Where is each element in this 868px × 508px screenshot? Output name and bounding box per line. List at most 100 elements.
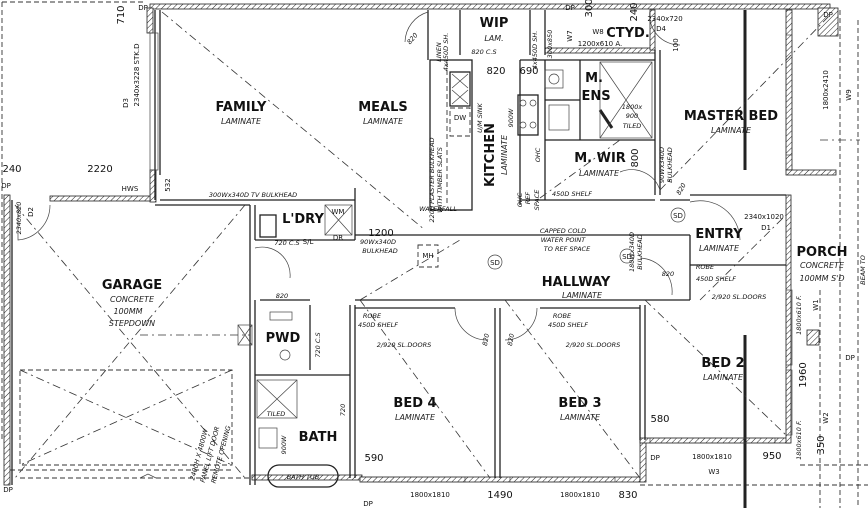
floor-kitchen: LAMINATE (500, 134, 509, 175)
dim-800: 800 (630, 148, 641, 167)
dp-label-8: DP (845, 354, 855, 362)
room-pwd: PWD (266, 331, 301, 346)
w2-tag: W2 (822, 412, 830, 423)
dim-240: 240 (2, 164, 21, 175)
internal-walls (11, 10, 786, 508)
wm-label: WM (332, 208, 345, 216)
room-hallway: HALLWAY (542, 275, 611, 290)
floor-garage-3: STEPDOWN (109, 319, 155, 328)
dim-580: 580 (650, 414, 669, 425)
d1-tag: D1 (761, 224, 771, 232)
room-ens-1: M. (585, 71, 603, 86)
kitchen-island (429, 59, 473, 211)
dishwasher-icon (449, 107, 471, 137)
ohc-label: OHC (534, 147, 542, 162)
floor-master-bed: LAMINATE (711, 126, 752, 135)
dw-label: DW (454, 114, 466, 122)
dim-1960: 1960 (798, 362, 809, 387)
room-bed-2: BED 2 (701, 356, 744, 371)
sl-label: S/L (303, 238, 314, 246)
toilet-icon (279, 349, 291, 361)
room-laundry: L'DRY (282, 212, 324, 227)
pwd-cs: 720 C.S (314, 332, 322, 357)
floor-porch-2: 100MM S'D (799, 274, 844, 283)
floor-bed-2: LAMINATE (703, 373, 744, 382)
manhole-icon (417, 244, 439, 268)
sd-hall-2: SD (622, 253, 632, 261)
floor-bed-3: LAMINATE (560, 413, 601, 422)
dp-label-4: DP (823, 11, 833, 19)
floor-wip: LAM. (484, 34, 503, 43)
bulkhead-180-2: BULKHEAD (636, 234, 644, 270)
dim-1490: 1490 (487, 490, 512, 501)
room-meals: MEALS (358, 100, 408, 115)
dp-label-7: DP (363, 500, 373, 508)
bulkhead-90-2: BULKHEAD (666, 147, 674, 183)
sd-entry: SD (673, 212, 683, 220)
dim-950: 950 (762, 451, 781, 462)
w1-tag: W1 (812, 299, 820, 310)
floor-bed-4: LAMINATE (395, 413, 436, 422)
robe-label-3: ROBE (553, 312, 572, 320)
w9-size: 1800x2410 (822, 70, 830, 110)
wip-shelves: 4x450D SH. (531, 31, 539, 70)
room-diagonals (14, 11, 860, 479)
floor-m-wir: LAMINATE (579, 169, 620, 178)
floor-porch-1: CONCRETE (800, 261, 845, 270)
d2-tag: D2 (27, 207, 35, 217)
ref-space: SPACE (533, 189, 541, 211)
bulkhead-180-1: 180Wx340D (628, 232, 636, 272)
w2-size: 1800x610 F. (795, 420, 803, 460)
w9-tag: W9 (845, 89, 853, 100)
smoke-detector-icon (487, 254, 503, 270)
fixtures (237, 61, 653, 488)
doors (17, 9, 741, 341)
bulkhead-90-4: BULKHEAD (362, 247, 398, 255)
room-ens-2: ENS (581, 89, 610, 104)
sd-hall-1: SD (490, 259, 500, 267)
bulkhead-90-3: 90Wx340D (360, 238, 396, 246)
basin-icon (548, 104, 570, 131)
robe-shelf-3: 450D SHELF (548, 321, 588, 329)
robe-shelf-2: 450D SHELF (696, 275, 736, 283)
room-m-wir: M. WIR (574, 151, 626, 166)
dim-2220: 2220 (87, 164, 112, 175)
ref-label: REF (524, 192, 532, 205)
plaster-bulkhead-2: WITH TIMBER SLATS (436, 147, 444, 213)
w1-size: 1800x610 F. (795, 295, 803, 335)
room-kitchen: KITCHEN (483, 123, 498, 187)
wir-shelf: 450D SHELF (552, 190, 592, 198)
laundry-tub-icon (259, 214, 277, 238)
manhole-label: MH (422, 252, 433, 260)
waterfall-label: WATERFALL (419, 205, 457, 213)
room-master-bed: MASTER BED (684, 109, 778, 124)
bath-900w: 900W (280, 435, 288, 454)
bath-tub-label: BATH TUB (287, 473, 320, 481)
room-bath: BATH (299, 430, 338, 445)
d4-size: 2340x720 (647, 15, 682, 23)
room-porch: PORCH (796, 245, 847, 260)
dim-240-ctyd: 240 (629, 2, 640, 21)
dim-690: 690 (519, 66, 538, 77)
external-walls (3, 3, 839, 486)
bath-shower-icon (256, 379, 298, 419)
w-size-bed4: 1800x1810 (410, 491, 450, 499)
linen-label: LINEN (435, 42, 443, 62)
capped-water-2: WATER POINT (541, 236, 587, 244)
windows (149, 32, 793, 483)
d3-size: 2340x3228 STK.D (133, 44, 141, 107)
sl-doors-3: 2/920 SL.DOORS (566, 341, 621, 349)
floor-meals: LAMINATE (363, 117, 404, 126)
dim-300: 300 (584, 0, 595, 18)
tv-bulkhead: 300Wx340D TV BULKHEAD (209, 191, 297, 199)
room-family: FAMILY (216, 100, 267, 115)
linen-shelves: 4x450D SH. (442, 33, 450, 72)
d3-tag: D3 (122, 98, 130, 108)
dim-100: 100 (672, 38, 680, 51)
dp-label-3: DP (565, 4, 575, 12)
dp-label-5: DP (650, 454, 660, 462)
dim-590: 590 (364, 453, 383, 464)
beam-to: BEAM TO (859, 255, 867, 285)
